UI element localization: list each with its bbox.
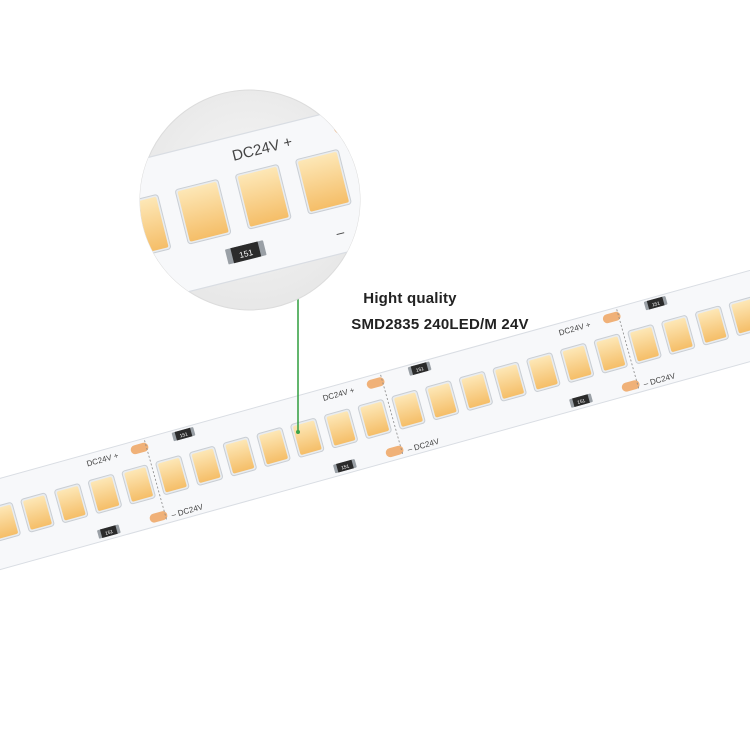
led-chip — [256, 427, 291, 467]
solder-pad — [358, 217, 360, 235]
led-chip — [560, 343, 594, 383]
resistor-body — [410, 362, 429, 375]
led-chip — [526, 352, 561, 392]
led-chip — [20, 492, 55, 533]
led-chip — [661, 315, 696, 355]
resistor-body — [99, 525, 118, 538]
led-phosphor — [529, 355, 558, 390]
resistor: 151 — [407, 361, 432, 376]
led-phosphor — [259, 430, 288, 465]
led-chip — [391, 390, 426, 430]
led-phosphor — [237, 167, 289, 227]
caption-spec: SMD2835 240LED/M 24V — [351, 316, 529, 333]
led-phosphor — [293, 420, 322, 455]
zoom-minus-label: – — [334, 223, 346, 240]
led-chip — [459, 371, 493, 411]
led-phosphor — [394, 392, 423, 427]
led-phosphor — [57, 486, 86, 521]
resistor-code: 151 — [105, 529, 115, 537]
led-chip — [695, 305, 729, 346]
resistor-code: 151 — [238, 247, 254, 260]
led-phosphor — [326, 411, 356, 446]
solder-pad — [621, 380, 640, 392]
led-phosphor — [177, 182, 229, 242]
led-phosphor — [630, 327, 659, 362]
led-chip — [290, 418, 325, 458]
resistor: 151 — [225, 240, 267, 265]
resistor: 151 — [333, 459, 357, 474]
led-chip — [295, 149, 352, 215]
led-chip — [155, 455, 190, 495]
led-chip — [54, 483, 89, 523]
solder-pad — [130, 442, 149, 455]
resistor-body — [174, 427, 193, 441]
solder-pad — [602, 311, 621, 324]
led-phosphor — [461, 374, 491, 408]
led-phosphor — [23, 495, 52, 530]
led-chip — [728, 296, 750, 336]
resistor-body — [572, 394, 590, 408]
led-chip — [175, 179, 232, 245]
led-chip — [235, 164, 292, 230]
resistor: 151 — [171, 427, 196, 442]
solder-pad — [149, 511, 168, 523]
led-phosphor — [124, 467, 153, 502]
led-chip — [88, 474, 122, 514]
resistor-code: 151 — [341, 463, 351, 471]
led-phosphor — [562, 345, 592, 380]
solder-pad — [366, 377, 385, 389]
callout-dot — [296, 430, 300, 434]
caption-quality: Hight quality — [363, 290, 457, 307]
resistor-code: 151 — [577, 398, 587, 406]
led-phosphor — [158, 458, 187, 493]
led-phosphor — [360, 402, 389, 436]
led-phosphor — [697, 308, 727, 343]
cut-line — [144, 440, 168, 522]
led-phosphor — [90, 476, 120, 511]
led-chip — [593, 333, 628, 374]
led-chip — [492, 361, 527, 402]
led-phosphor — [731, 299, 750, 334]
led-chip — [627, 324, 662, 364]
led-phosphor — [664, 317, 693, 352]
resistor-body — [336, 459, 354, 473]
led-phosphor — [191, 448, 221, 483]
solder-pad — [385, 445, 404, 458]
zoom-magnifier: DC24V +151– — [139, 89, 361, 311]
led-chip — [189, 446, 223, 486]
led-chip — [0, 502, 21, 542]
led-phosphor — [225, 439, 254, 474]
led-chip — [222, 436, 257, 477]
solder-pad — [333, 117, 360, 134]
led-phosphor — [298, 152, 349, 212]
resistor-code: 151 — [179, 431, 189, 439]
resistor-code: 151 — [651, 300, 661, 308]
led-chip — [324, 408, 358, 449]
resistor: 151 — [643, 296, 668, 311]
led-phosphor — [596, 336, 625, 371]
led-phosphor — [0, 504, 18, 539]
resistor: 151 — [569, 393, 593, 408]
led-phosphor — [428, 383, 457, 418]
resistor-body — [230, 241, 262, 264]
resistor-body — [646, 296, 665, 310]
led-chip — [121, 464, 156, 505]
resistor-code: 151 — [415, 366, 425, 374]
led-phosphor — [495, 364, 524, 399]
resistor: 151 — [97, 524, 121, 539]
led-chip — [425, 380, 460, 420]
led-chip — [357, 399, 392, 439]
